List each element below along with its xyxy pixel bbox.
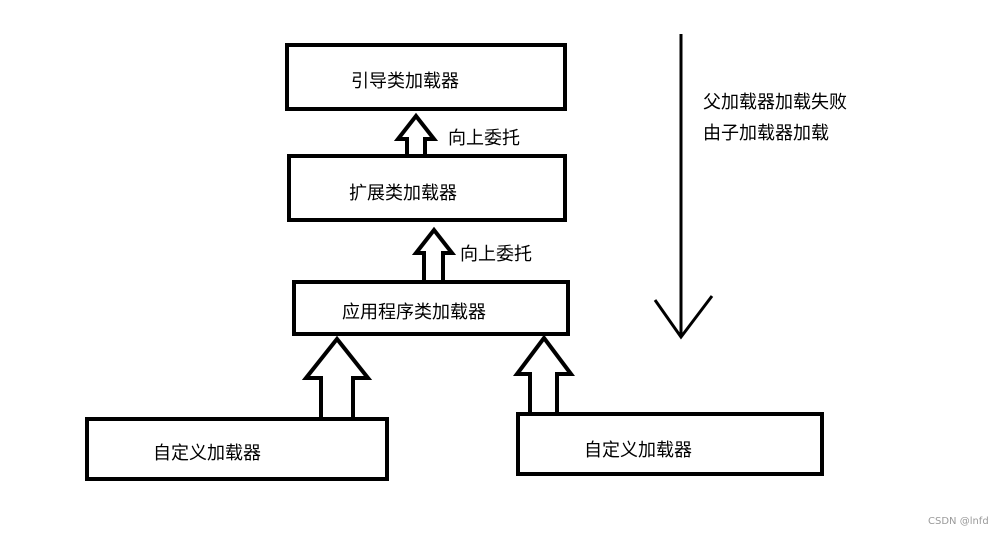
custom-loader-right-box: 自定义加载器 — [516, 412, 824, 476]
fallback-note-line1: 父加载器加载失败 — [703, 92, 847, 113]
bootstrap-loader-box: 引导类加载器 — [285, 43, 567, 111]
delegate-up-arrow-1 — [393, 112, 439, 154]
delegate-up-arrow-2 — [411, 226, 457, 280]
fallback-down-arrowhead — [653, 295, 714, 340]
delegate-up-label-1: 向上委托 — [448, 128, 520, 149]
custom-loader-left-box: 自定义加载器 — [85, 417, 389, 481]
application-loader-label: 应用程序类加载器 — [342, 302, 486, 323]
custom-loader-left-label: 自定义加载器 — [153, 443, 261, 464]
extension-loader-label: 扩展类加载器 — [349, 183, 457, 204]
custom-loader-right-label: 自定义加载器 — [584, 440, 692, 461]
application-loader-box: 应用程序类加载器 — [292, 280, 570, 336]
delegate-up-label-2: 向上委托 — [460, 244, 532, 265]
extension-loader-box: 扩展类加载器 — [287, 154, 567, 222]
bootstrap-loader-label: 引导类加载器 — [351, 71, 459, 92]
custom-right-up-arrow — [513, 334, 575, 412]
custom-left-up-arrow — [301, 335, 373, 417]
fallback-note-line2: 由子加载器加载 — [703, 123, 829, 144]
watermark: CSDN @lnfd — [928, 516, 989, 527]
